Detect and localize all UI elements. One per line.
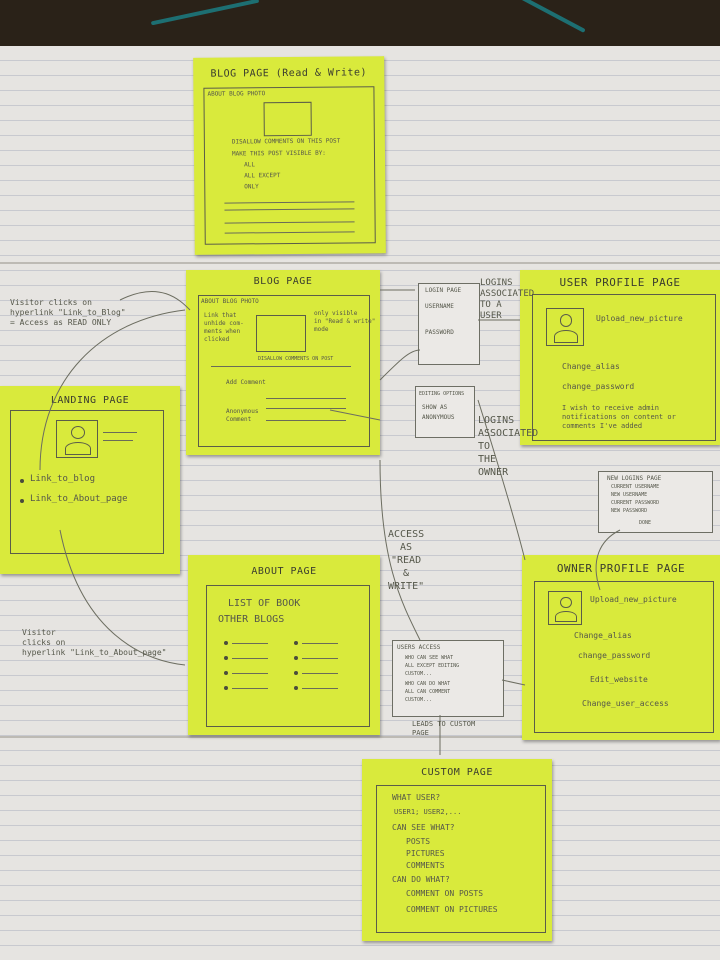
note-title: USER PROFILE PAGE bbox=[559, 276, 681, 289]
blog-note: BLOG PAGE ABOUT BLOG PHOTO Link that unh… bbox=[186, 270, 380, 455]
custom-item: COMMENT ON POSTS bbox=[406, 889, 484, 898]
note-title: OWNER PROFILE PAGE bbox=[556, 562, 686, 575]
mini-line: CUSTOM... bbox=[405, 697, 433, 703]
editing-options: EDITING OPTIONS SHOW AS ANONYMOUS bbox=[415, 386, 475, 438]
mini-line: WHO CAN DO WHAT bbox=[405, 681, 451, 687]
mini-line: ALL EXCEPT EDITING bbox=[405, 663, 460, 669]
annotation-visitor-blog: Visitor clicks on hyperlink "Link_to_Blo… bbox=[10, 298, 126, 327]
note-title: LANDING PAGE bbox=[50, 395, 130, 406]
wireframe bbox=[206, 585, 370, 727]
custom-item: POSTS bbox=[406, 837, 431, 846]
annotation-leads-custom: LEADS TO CUSTOM PAGE bbox=[412, 720, 476, 737]
note-title: CUSTOM PAGE bbox=[421, 767, 493, 778]
add-comment: Add Comment bbox=[226, 379, 266, 386]
profile-item: Edit_website bbox=[590, 675, 648, 684]
side-note: only visible in "Read & write" mode bbox=[314, 310, 376, 333]
mini-line: WHO CAN SEE WHAT bbox=[405, 655, 454, 661]
about-heading: OTHER BLOGS bbox=[218, 614, 285, 625]
image-placeholder bbox=[256, 315, 306, 352]
paper-fold bbox=[0, 262, 720, 264]
custom-item: COMMENT ON PICTURES bbox=[406, 905, 498, 914]
about-note: ABOUT PAGE LIST OF BOOK OTHER BLOGS bbox=[188, 555, 380, 735]
mini-title: EDITING OPTIONS bbox=[419, 391, 465, 397]
profile-item: Change_alias bbox=[562, 362, 620, 371]
upload-picture: Upload_new_picture bbox=[596, 314, 683, 323]
landing-link-blog: Link_to_blog bbox=[30, 474, 96, 484]
avatar-icon bbox=[546, 308, 584, 346]
custom-item: USER1; USER2,... bbox=[394, 808, 462, 816]
profile-item: I wish to receive admin notifications on… bbox=[562, 404, 676, 430]
profile-item: change_password bbox=[562, 382, 635, 391]
user-profile-note: USER PROFILE PAGE Upload_new_picture Cha… bbox=[520, 270, 720, 445]
login-page: LOGIN PAGE USERNAME PASSWORD bbox=[418, 283, 480, 365]
mini-line: CUSTOM... bbox=[405, 671, 433, 677]
new-logins-page: NEW LOGINS PAGE CURRENT USERNAME NEW USE… bbox=[598, 471, 713, 533]
owner-profile-note: OWNER PROFILE PAGE Upload_new_picture Ch… bbox=[522, 555, 720, 740]
side-note: Link that unhide com- ments when clicked bbox=[204, 312, 244, 343]
disallow-line: DISALLOW COMMENTS ON POST bbox=[258, 356, 334, 362]
wireframe bbox=[376, 785, 546, 933]
mini-title: NEW LOGINS PAGE bbox=[607, 475, 662, 482]
mini-title: USERS ACCESS bbox=[397, 644, 441, 651]
custom-item: WHAT USER? bbox=[392, 793, 441, 802]
upload-picture: Upload_new_picture bbox=[590, 595, 677, 604]
tabs: ABOUT BLOG PHOTO bbox=[201, 298, 259, 305]
mini-field: USERNAME bbox=[425, 303, 454, 310]
note-title: BLOG PAGE bbox=[253, 276, 313, 287]
custom-item: PICTURES bbox=[406, 849, 445, 858]
about-heading: LIST OF BOOK bbox=[228, 598, 301, 609]
landing-link-about: Link_to_About_page bbox=[30, 494, 128, 504]
wireframe bbox=[10, 410, 164, 554]
mini-line: CURRENT USERNAME bbox=[611, 484, 660, 490]
profile-item: Change_user_access bbox=[582, 699, 669, 708]
landing-note: LANDING PAGE Link_to_blog Link_to_About_… bbox=[0, 386, 180, 574]
annotation-logins-owner: LOGINS ASSOCIATED TO THE OWNER bbox=[478, 415, 539, 478]
note-title: ABOUT PAGE bbox=[251, 566, 317, 577]
mini-line: NEW USERNAME bbox=[611, 492, 648, 498]
paper-fold bbox=[0, 736, 720, 738]
custom-item: COMMENTS bbox=[406, 861, 445, 870]
mini-line: CURRENT PASSWORD bbox=[611, 500, 660, 506]
anonymous-comment: Anonymous Comment bbox=[226, 408, 259, 423]
custom-item: CAN DO WHAT? bbox=[392, 875, 450, 884]
annotation-access-rw: ACCESS AS "READ & WRITE" bbox=[388, 529, 425, 592]
mini-line: NEW PASSWORD bbox=[611, 508, 648, 514]
mini-line: ALL CAN COMMENT bbox=[405, 689, 451, 695]
custom-note: CUSTOM PAGE WHAT USER? USER1; USER2,... … bbox=[362, 759, 552, 941]
profile-item: Change_alias bbox=[574, 631, 632, 640]
avatar-icon bbox=[548, 591, 582, 625]
annotation-logins-user: LOGINS ASSOCIATED TO A USER bbox=[480, 278, 535, 321]
mini-title: LOGIN PAGE bbox=[425, 287, 462, 294]
wireframe bbox=[532, 294, 716, 441]
users-access: USERS ACCESS WHO CAN SEE WHAT ALL EXCEPT… bbox=[392, 640, 504, 717]
wireframe bbox=[534, 581, 714, 733]
wireframe bbox=[198, 295, 370, 447]
mini-lines: SHOW AS ANONYMOUS bbox=[422, 404, 455, 421]
custom-item: CAN SEE WHAT? bbox=[392, 823, 455, 832]
avatar-icon bbox=[56, 420, 98, 458]
profile-item: change_password bbox=[578, 651, 651, 660]
annotation-visitor-about: Visitor clicks on hyperlink "Link_to_Abo… bbox=[22, 628, 167, 657]
mini-field: PASSWORD bbox=[425, 329, 454, 336]
mini-button: DONE bbox=[639, 520, 652, 526]
